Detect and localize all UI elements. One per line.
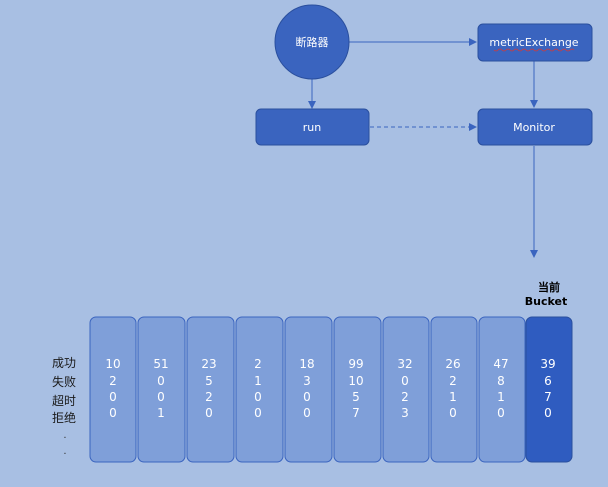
row-ellipsis-dot: . <box>63 446 66 457</box>
bucket-rejected-count: 3 <box>401 406 409 420</box>
bucket-success-count: 51 <box>153 357 168 371</box>
bucket-success-count: 10 <box>105 357 120 371</box>
bucket: 51 0 0 1 <box>137 316 186 463</box>
bucket-success-count: 2 <box>254 357 262 371</box>
bucket-timeout-count: 0 <box>254 390 262 404</box>
bucket-failure-count: 10 <box>348 374 363 388</box>
bucket-rejected-count: 0 <box>544 406 552 420</box>
bucket: 47 8 1 0 <box>478 316 526 463</box>
bucket-array: 10 2 0 0 51 0 0 1 23 5 2 0 2 1 0 0 <box>89 316 573 463</box>
bucket-success-count: 99 <box>348 357 363 371</box>
monitor-node: Monitor <box>477 108 593 146</box>
bucket-timeout-count: 0 <box>303 390 311 404</box>
circuit-breaker-label: 断路器 <box>296 35 329 49</box>
current-bucket-label-line2: Bucket <box>525 295 567 308</box>
bucket-timeout-count: 0 <box>157 390 165 404</box>
bucket-timeout-count: 2 <box>401 390 409 404</box>
row-labels: 成功 失败 超时 拒绝 . . <box>52 356 76 457</box>
bucket-failure-count: 3 <box>303 374 311 388</box>
bucket-rejected-count: 7 <box>352 406 360 420</box>
bucket-timeout-count: 5 <box>352 390 360 404</box>
current-bucket: 39 6 7 0 <box>525 316 573 463</box>
bucket-failure-count: 6 <box>544 374 552 388</box>
bucket: 18 3 0 0 <box>284 316 333 463</box>
row-ellipsis-dot: . <box>63 430 66 441</box>
bucket: 23 5 2 0 <box>186 316 235 463</box>
metric-exchange-label: metricExchange <box>489 36 578 49</box>
run-label: run <box>303 121 321 134</box>
bucket: 32 0 2 3 <box>382 316 430 463</box>
bucket-success-count: 18 <box>299 357 314 371</box>
bucket-timeout-count: 0 <box>109 390 117 404</box>
bucket-rejected-count: 0 <box>254 406 262 420</box>
bucket-failure-count: 0 <box>401 374 409 388</box>
spellcheck-underline <box>493 48 575 52</box>
run-node: run <box>255 108 370 146</box>
circuit-breaker-node: 断路器 <box>274 4 350 80</box>
bucket-rejected-count: 0 <box>205 406 213 420</box>
bucket: 99 10 5 7 <box>333 316 382 463</box>
row-label-rejected: 拒绝 <box>52 410 76 425</box>
bucket-rejected-count: 0 <box>303 406 311 420</box>
row-label-timeout: 超时 <box>52 393 76 408</box>
bucket-failure-count: 1 <box>254 374 262 388</box>
bucket-rejected-count: 0 <box>109 406 117 420</box>
metric-exchange-node: metricExchange <box>477 23 593 62</box>
bucket-success-count: 26 <box>445 357 460 371</box>
bucket-timeout-count: 2 <box>205 390 213 404</box>
bucket-success-count: 47 <box>493 357 508 371</box>
bucket-failure-count: 2 <box>449 374 457 388</box>
bucket: 26 2 1 0 <box>430 316 478 463</box>
bucket-timeout-count: 1 <box>497 390 505 404</box>
bucket-timeout-count: 7 <box>544 390 552 404</box>
bucket-rejected-count: 0 <box>497 406 505 420</box>
bucket-failure-count: 0 <box>157 374 165 388</box>
bucket-failure-count: 8 <box>497 374 505 388</box>
monitor-label: Monitor <box>513 121 555 134</box>
bucket-failure-count: 2 <box>109 374 117 388</box>
row-label-failure: 失败 <box>52 374 76 389</box>
row-label-success: 成功 <box>52 356 76 370</box>
bucket: 2 1 0 0 <box>235 316 284 463</box>
bucket: 10 2 0 0 <box>89 316 137 463</box>
bucket-success-count: 23 <box>201 357 216 371</box>
bucket-failure-count: 5 <box>205 374 213 388</box>
bucket-success-count: 39 <box>540 357 555 371</box>
bucket-timeout-count: 1 <box>449 390 457 404</box>
current-bucket-label-line1: 当前 <box>538 280 560 294</box>
bucket-rejected-count: 0 <box>449 406 457 420</box>
bucket-success-count: 32 <box>397 357 412 371</box>
bucket-rejected-count: 1 <box>157 406 165 420</box>
